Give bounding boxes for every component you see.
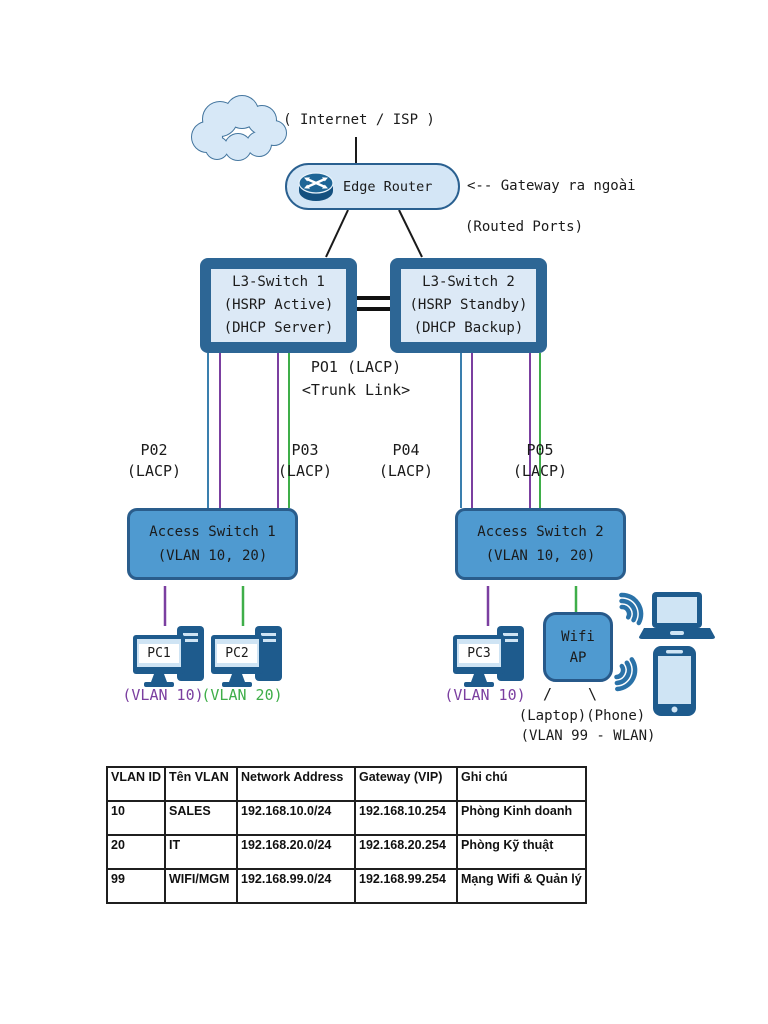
- wifi-ap-line2: AP: [569, 650, 587, 666]
- vlan-table: VLAN ID Tên VLAN Network Address Gateway…: [106, 766, 587, 904]
- wireless-backslash: \: [588, 685, 598, 703]
- table-header-row: VLAN ID Tên VLAN Network Address Gateway…: [106, 766, 587, 802]
- table-cell: 192.168.10.0/24: [236, 800, 356, 836]
- internet-label: ( Internet / ISP ): [283, 112, 435, 128]
- uplink-lines: [207, 353, 541, 508]
- table-cell: 99: [106, 868, 166, 904]
- routed-ports-note: (Routed Ports): [465, 219, 584, 235]
- edge-router-node: Edge Router: [285, 163, 460, 210]
- table-cell: 20: [106, 834, 166, 870]
- port-label-p05: P05 (LACP): [512, 441, 568, 480]
- phone-icon: [653, 646, 696, 716]
- trunk-link-lines: [357, 296, 390, 311]
- port-label-p02: P02 (LACP): [126, 441, 182, 480]
- l3-switch-1-name: L3-Switch 1: [232, 274, 325, 290]
- access-switch-1-vlans: (VLAN 10, 20): [157, 548, 268, 564]
- header-ghi-chu: Ghi chú: [456, 766, 587, 802]
- access-switch-1-name: Access Switch 1: [149, 524, 276, 540]
- access-switch-2-name: Access Switch 2: [477, 524, 604, 540]
- pc1-vlan-label: (VLAN 10): [122, 686, 204, 704]
- pc2-label: PC2: [217, 644, 257, 663]
- l3-switch-2-role1: (HSRP Standby): [409, 297, 528, 313]
- table-cell: 192.168.99.254: [354, 868, 458, 904]
- wifi-signal-icon: [614, 592, 644, 692]
- table-cell: Phòng Kinh doanh: [456, 800, 587, 836]
- wifi-ap-line1: Wifi: [561, 629, 595, 645]
- port-label-p03: P03 (LACP): [277, 441, 333, 480]
- header-vlan-id: VLAN ID: [106, 766, 166, 802]
- wireless-devices-label: (Laptop)(Phone): [518, 708, 646, 724]
- table-row: 99 WIFI/MGM 192.168.99.0/24 192.168.99.2…: [106, 868, 587, 904]
- table-cell: WIFI/MGM: [164, 868, 238, 904]
- table-cell: 192.168.20.254: [354, 834, 458, 870]
- pc3-label: PC3: [459, 644, 499, 663]
- table-cell: Phòng Kỹ thuật: [456, 834, 587, 870]
- pc2-vlan-label: (VLAN 20): [201, 686, 283, 704]
- edge-router-label: Edge Router: [343, 178, 433, 195]
- l3-switch-1-node: L3-Switch 1 (HSRP Active) (DHCP Server): [200, 258, 357, 353]
- header-network-address: Network Address: [236, 766, 356, 802]
- access-switch-2-vlans: (VLAN 10, 20): [485, 548, 596, 564]
- access-drop-lines: [163, 586, 578, 626]
- internet-cloud-icon: [191, 95, 287, 161]
- port-label-p04: P04 (LACP): [378, 441, 434, 480]
- laptop-icon: [639, 592, 715, 639]
- access-switch-1-node: Access Switch 1 (VLAN 10, 20): [127, 508, 298, 580]
- l3-switch-2-node: L3-Switch 2 (HSRP Standby) (DHCP Backup): [390, 258, 547, 353]
- l3-switch-1-role2: (DHCP Server): [223, 320, 334, 336]
- table-row: 10 SALES 192.168.10.0/24 192.168.10.254 …: [106, 800, 587, 836]
- table-row: 20 IT 192.168.20.0/24 192.168.20.254 Phò…: [106, 834, 587, 870]
- gateway-note: <-- Gateway ra ngoài: [467, 178, 636, 194]
- header-ten-vlan: Tên VLAN: [164, 766, 238, 802]
- header-gateway-vip: Gateway (VIP): [354, 766, 458, 802]
- l3-switch-1-role1: (HSRP Active): [223, 297, 334, 313]
- wifi-ap-node: Wifi AP: [543, 612, 613, 682]
- trunk-port-label: PO1 (LACP): [310, 358, 402, 376]
- access-switch-2-node: Access Switch 2 (VLAN 10, 20): [455, 508, 626, 580]
- table-cell: 192.168.10.254: [354, 800, 458, 836]
- router-icon: [298, 171, 334, 201]
- table-cell: IT: [164, 834, 238, 870]
- wireless-vlan-label: (VLAN 99 - WLAN): [520, 728, 656, 744]
- table-cell: SALES: [164, 800, 238, 836]
- l3-switch-2-role2: (DHCP Backup): [413, 320, 524, 336]
- pc3-vlan-label: (VLAN 10): [444, 686, 526, 704]
- table-cell: 192.168.20.0/24: [236, 834, 356, 870]
- l3-switch-2-name: L3-Switch 2: [422, 274, 515, 290]
- pc1-label: PC1: [139, 644, 179, 663]
- table-cell: Mạng Wifi & Quản lý: [456, 868, 587, 904]
- trunk-link-label: <Trunk Link>: [301, 381, 411, 399]
- router-links: [325, 137, 423, 258]
- wireless-slash: /: [543, 685, 553, 703]
- table-cell: 10: [106, 800, 166, 836]
- table-cell: 192.168.99.0/24: [236, 868, 356, 904]
